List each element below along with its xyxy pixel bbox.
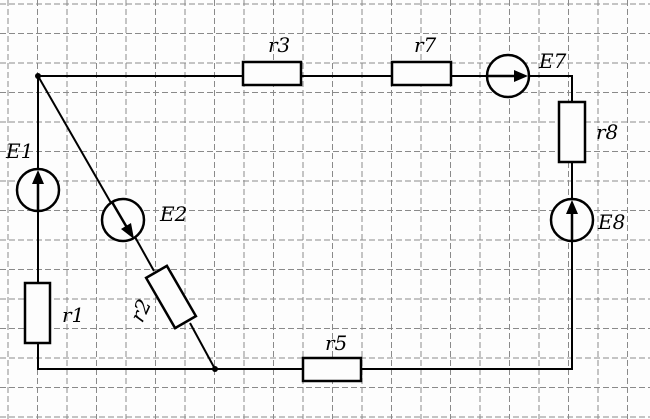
label-e7: E7 — [538, 49, 567, 73]
label-r1: r1 — [62, 303, 84, 327]
source-e1-arrow-icon — [32, 170, 44, 184]
label-r5: r5 — [325, 331, 347, 355]
source-e7 — [485, 53, 531, 99]
label-e1: E1 — [5, 139, 33, 163]
wire-diagonal-bottom — [189, 322, 216, 370]
label-r2: r2 — [125, 295, 156, 325]
label-e8: E8 — [597, 210, 625, 234]
wire-e7-to-r8 — [530, 75, 573, 102]
node-top-left — [35, 73, 41, 79]
node-bottom — [212, 366, 218, 372]
wire-bottom-left — [37, 343, 215, 370]
label-e2: E2 — [159, 202, 187, 226]
source-e8-arrow-icon — [566, 200, 578, 214]
resistor-r5 — [301, 356, 363, 383]
wire-diagonal-top — [37, 75, 112, 204]
source-e7-arrow-icon — [514, 70, 528, 82]
resistor-r7 — [390, 60, 453, 87]
source-e2 — [100, 197, 146, 243]
resistor-r8 — [557, 100, 587, 164]
resistor-r1 — [23, 281, 52, 345]
resistor-r3 — [241, 60, 303, 87]
source-e2-arrow-icon — [121, 223, 134, 239]
label-r7: r7 — [414, 33, 437, 57]
wire-e8-to-r5 — [361, 242, 573, 370]
wires — [37, 75, 573, 370]
label-r3: r3 — [268, 33, 290, 57]
source-e1 — [15, 167, 61, 213]
label-r8: r8 — [596, 120, 618, 144]
resistor-r2 — [144, 264, 198, 330]
wire-diagonal-mid — [134, 236, 155, 272]
source-e8 — [549, 197, 595, 243]
